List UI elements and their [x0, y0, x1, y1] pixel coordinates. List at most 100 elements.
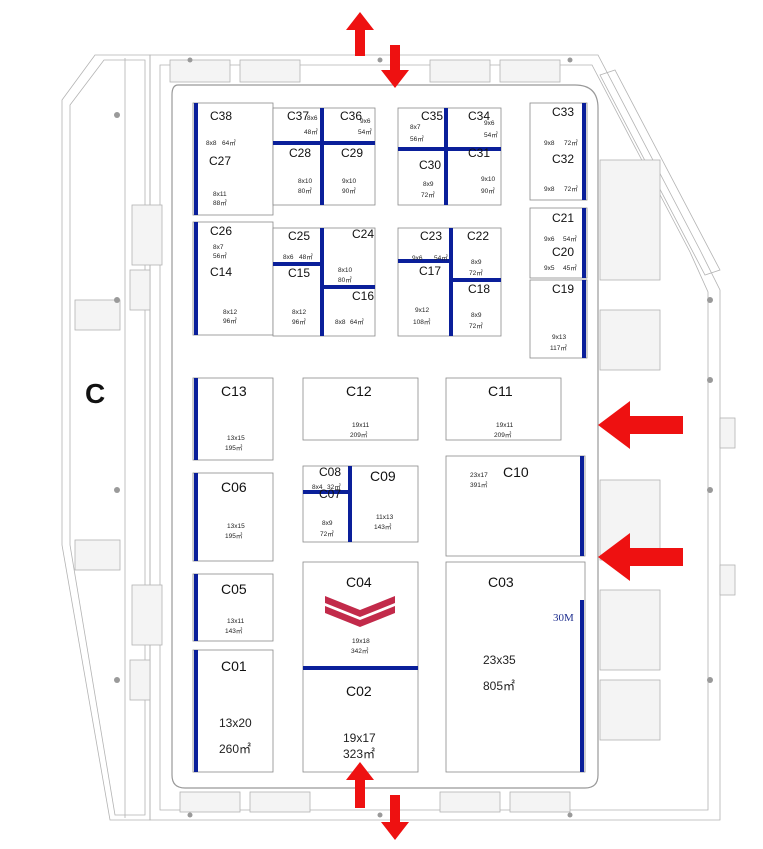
svg-text:9x6: 9x6	[544, 236, 555, 243]
booth-c20[interactable]: C20 9x5 45㎡	[544, 245, 577, 272]
left-stair-2	[131, 584, 163, 646]
block-c03	[445, 561, 586, 773]
booth-c02[interactable]: C02 19x17 323㎡	[343, 683, 376, 761]
partition-walls	[194, 103, 586, 772]
svg-text:C06: C06	[221, 479, 247, 495]
svg-text:23x35: 23x35	[483, 653, 516, 667]
svg-text:8x9: 8x9	[423, 181, 434, 188]
svg-text:48㎡: 48㎡	[299, 252, 313, 261]
svg-text:9x6: 9x6	[484, 120, 495, 127]
booth-c15[interactable]: C15 8x12 96㎡	[288, 266, 310, 326]
svg-text:8x4: 8x4	[312, 484, 323, 491]
booth-c17[interactable]: C17 9x12 108㎡	[413, 264, 441, 326]
block-c26-c14	[192, 221, 274, 336]
svg-text:C23: C23	[420, 229, 442, 243]
distance-note: 30M	[553, 612, 574, 624]
booth-labels: C38 8x8 64㎡ C27 8x11 88㎡ C26 8x7 56㎡ C14…	[206, 105, 578, 761]
svg-text:13x15: 13x15	[227, 435, 245, 442]
booth-c16[interactable]: C16 8x8 64㎡	[335, 289, 374, 326]
svg-text:C37: C37	[287, 109, 309, 123]
building-outline	[61, 54, 736, 821]
booth-c32[interactable]: C32 9x8 72㎡	[544, 152, 578, 193]
booth-c10[interactable]: C10 23x17 391㎡	[470, 464, 529, 489]
svg-text:342㎡: 342㎡	[351, 646, 369, 655]
booth-c22[interactable]: C22 8x9 72㎡	[467, 229, 489, 277]
booth-c21[interactable]: C21 9x6 54㎡	[544, 211, 577, 243]
block-c35-c31	[397, 107, 502, 206]
booth-c23[interactable]: C23 9x6 54㎡	[412, 229, 448, 262]
booth-c25[interactable]: C25 8x6 48㎡	[283, 229, 313, 261]
svg-text:C18: C18	[468, 282, 490, 296]
booth-c08[interactable]: C08 8x4 32㎡	[312, 465, 341, 491]
booth-c27[interactable]: C27 8x11 88㎡	[209, 154, 231, 207]
svg-text:72㎡: 72㎡	[564, 184, 578, 193]
svg-text:C35: C35	[421, 109, 443, 123]
booth-c14[interactable]: C14 8x12 96㎡	[210, 265, 237, 325]
booth-c34[interactable]: C34 9x6 54㎡	[468, 109, 498, 139]
svg-text:143㎡: 143㎡	[225, 626, 243, 635]
block-c10	[445, 455, 586, 557]
svg-text:8x10: 8x10	[338, 267, 352, 274]
svg-text:C16: C16	[352, 289, 374, 303]
svg-text:19x11: 19x11	[352, 422, 370, 429]
svg-text:9x8: 9x8	[544, 186, 555, 193]
svg-text:209㎡: 209㎡	[350, 430, 368, 439]
svg-text:9x13: 9x13	[552, 334, 566, 341]
svg-text:143㎡: 143㎡	[374, 522, 392, 531]
booth-c29[interactable]: C29 9x10 90㎡	[341, 146, 363, 195]
svg-text:54㎡: 54㎡	[484, 130, 498, 139]
booth-c38[interactable]: C38 8x8 64㎡	[206, 109, 236, 147]
svg-text:8x12: 8x12	[292, 309, 306, 316]
svg-text:C36: C36	[340, 109, 362, 123]
svg-text:C24: C24	[352, 227, 374, 241]
booth-blocks	[192, 102, 588, 773]
booth-c35[interactable]: C35 8x7 56㎡	[410, 109, 443, 143]
booth-c19[interactable]: C19 9x13 117㎡	[550, 282, 574, 352]
block-c11	[445, 377, 562, 441]
arrow-left-right-2-icon	[598, 533, 683, 581]
booth-c24[interactable]: C24 8x10 80㎡	[338, 227, 374, 284]
svg-text:C34: C34	[468, 109, 490, 123]
svg-text:56㎡: 56㎡	[213, 251, 227, 260]
booth-c18[interactable]: C18 8x9 72㎡	[468, 282, 490, 330]
booth-c09[interactable]: C09 11x13 143㎡	[370, 468, 396, 531]
svg-text:72㎡: 72㎡	[421, 190, 435, 199]
svg-text:45㎡: 45㎡	[563, 263, 577, 272]
svg-text:23x17: 23x17	[470, 472, 488, 479]
booth-c07[interactable]: C07 8x9 72㎡	[319, 487, 341, 538]
booth-c37[interactable]: C37 8x6 48㎡	[287, 109, 318, 136]
svg-text:8x9: 8x9	[471, 259, 482, 266]
booth-c13[interactable]: C13 13x15 195㎡	[221, 383, 247, 452]
booth-c31[interactable]: C31 9x10 90㎡	[468, 146, 495, 195]
svg-text:C14: C14	[210, 265, 232, 279]
svg-text:9x5: 9x5	[544, 265, 555, 272]
booth-c11[interactable]: C11 19x11 209㎡	[488, 383, 514, 439]
svg-text:9x10: 9x10	[481, 176, 495, 183]
svg-text:72㎡: 72㎡	[469, 321, 483, 330]
booth-c33[interactable]: C33 9x8 72㎡	[544, 105, 578, 147]
booth-c04[interactable]: C04 19x18 342㎡	[346, 574, 372, 655]
svg-text:8x11: 8x11	[213, 191, 227, 198]
booth-c03[interactable]: C03 23x35 805㎡	[483, 574, 516, 693]
booth-c30[interactable]: C30 8x9 72㎡	[419, 158, 441, 199]
booth-c12[interactable]: C12 19x11 209㎡	[346, 383, 372, 439]
right-room-5	[599, 679, 661, 741]
svg-text:64㎡: 64㎡	[222, 138, 236, 147]
svg-text:C02: C02	[346, 683, 372, 699]
booth-c26[interactable]: C26 8x7 56㎡	[210, 224, 232, 260]
booth-c01[interactable]: C01 13x20 260㎡	[219, 658, 252, 756]
left-room-2	[74, 539, 121, 571]
booth-c06[interactable]: C06 13x15 195㎡	[221, 479, 247, 540]
svg-text:C19: C19	[552, 282, 574, 296]
booth-c05[interactable]: C05 13x11 143㎡	[221, 581, 247, 635]
booth-c28[interactable]: C28 8x10 80㎡	[289, 146, 312, 195]
svg-text:C09: C09	[370, 468, 396, 484]
svg-text:805㎡: 805㎡	[483, 679, 515, 693]
svg-text:8x9: 8x9	[471, 312, 482, 319]
svg-text:C38: C38	[210, 109, 232, 123]
svg-text:8x6: 8x6	[283, 254, 294, 261]
svg-text:19x18: 19x18	[352, 638, 370, 645]
svg-text:48㎡: 48㎡	[304, 127, 318, 136]
booth-c36[interactable]: C36 9x6 54㎡	[340, 109, 372, 136]
svg-text:9x10: 9x10	[342, 178, 356, 185]
